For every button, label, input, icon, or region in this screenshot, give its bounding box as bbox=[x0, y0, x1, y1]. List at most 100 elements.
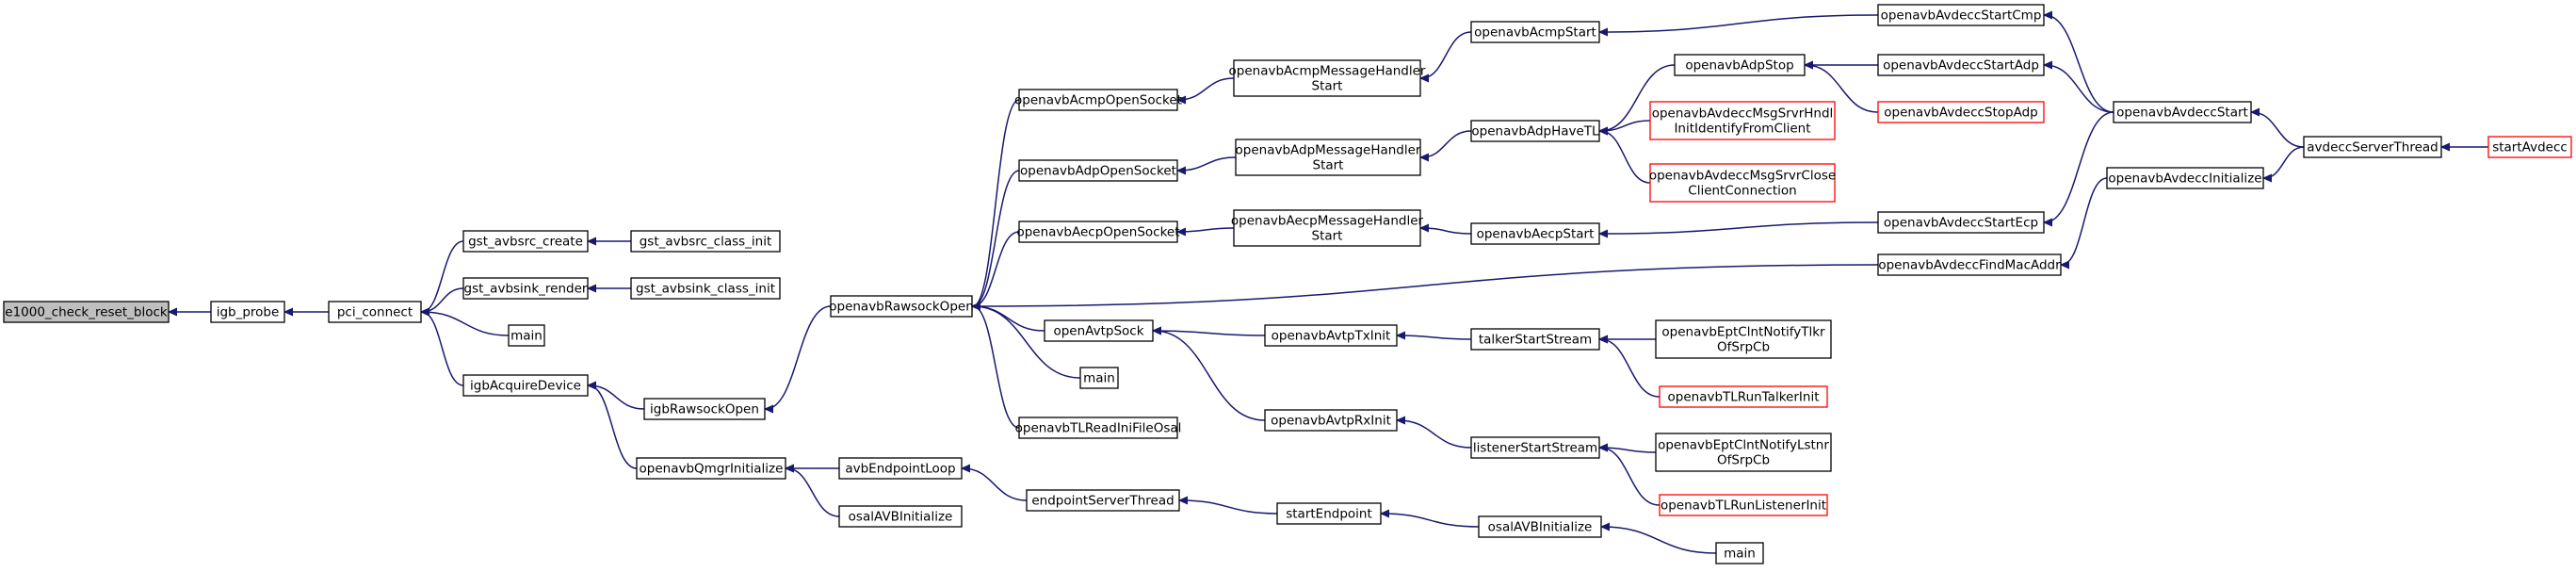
node-box[interactable] bbox=[1649, 163, 1836, 203]
node-openavb-avdecc-start[interactable]: openavbAvdeccStart bbox=[2113, 101, 2252, 123]
node-box[interactable] bbox=[1018, 417, 1178, 439]
node-box[interactable] bbox=[1470, 21, 1600, 43]
node-open-avtp-sock[interactable]: openAvtpSock bbox=[1044, 319, 1154, 342]
node-box[interactable] bbox=[1470, 328, 1600, 351]
node-box[interactable] bbox=[1655, 319, 1832, 359]
node-openavb-aecp-start[interactable]: openavbAecpStart bbox=[1470, 222, 1600, 245]
node-igb-rawsock-open[interactable]: igbRawsockOpen bbox=[643, 398, 766, 420]
node-openavb-avdecc-msg-srvr-hndl-init-identify-from-client[interactable]: openavbAvdeccMsgSrvrHndlInitIdentifyFrom… bbox=[1649, 101, 1836, 140]
node-box[interactable] bbox=[2106, 167, 2264, 189]
node-openavb-adp-have-tl[interactable]: openavbAdpHaveTL bbox=[1470, 120, 1600, 142]
node-box[interactable] bbox=[1018, 159, 1178, 182]
node-box[interactable] bbox=[2487, 136, 2572, 158]
node-osal-avbinitialize-1[interactable]: osalAVBInitialize bbox=[838, 505, 963, 528]
node-listener-start-stream[interactable]: listenerStartStream bbox=[1470, 436, 1600, 459]
node-openavb-avdecc-msg-srvr-close-client-connection[interactable]: openavbAvdeccMsgSrvrCloseClientConnectio… bbox=[1649, 163, 1836, 203]
node-box[interactable] bbox=[1470, 222, 1600, 245]
node-box[interactable] bbox=[1715, 542, 1764, 564]
node-box[interactable] bbox=[1044, 319, 1154, 342]
node-box[interactable] bbox=[630, 277, 781, 300]
node-box[interactable] bbox=[1877, 4, 2045, 26]
node-openavb-avdecc-start-ecp[interactable]: openavbAvdeccStartEcp bbox=[1877, 211, 2045, 234]
node-openavb-avtp-tx-init[interactable]: openavbAvtpTxInit bbox=[1264, 324, 1398, 347]
node-avdecc-server-thread[interactable]: avdeccServerThread bbox=[2303, 136, 2442, 158]
node-box[interactable] bbox=[210, 301, 285, 323]
node-box[interactable] bbox=[328, 301, 422, 323]
node-pci-connect[interactable]: pci_connect bbox=[328, 301, 422, 323]
node-box[interactable] bbox=[2113, 101, 2252, 123]
node-box[interactable] bbox=[630, 230, 781, 253]
node-e1000-check-reset-block[interactable]: e1000_check_reset_block bbox=[3, 301, 170, 323]
node-main-2[interactable]: main bbox=[1079, 367, 1119, 389]
node-box[interactable] bbox=[1649, 101, 1836, 140]
node-endpoint-server-thread[interactable]: endpointServerThread bbox=[1026, 489, 1180, 512]
node-openavb-adp-open-socket[interactable]: openavbAdpOpenSocket bbox=[1018, 159, 1178, 182]
node-main-1[interactable]: main bbox=[508, 324, 545, 347]
node-box[interactable] bbox=[1877, 253, 2062, 276]
node-gst-avbsrc-create[interactable]: gst_avbsrc_create bbox=[462, 230, 589, 253]
node-igb-acquire-device[interactable]: igbAcquireDevice bbox=[462, 374, 589, 397]
node-box[interactable] bbox=[838, 505, 963, 528]
node-box[interactable] bbox=[1026, 489, 1180, 512]
node-box[interactable] bbox=[1276, 502, 1382, 525]
node-box[interactable] bbox=[1478, 515, 1602, 538]
node-box[interactable] bbox=[508, 324, 545, 347]
node-box[interactable] bbox=[1018, 221, 1178, 243]
node-openavb-aecp-open-socket[interactable]: openavbAecpOpenSocket bbox=[1016, 221, 1180, 243]
node-box[interactable] bbox=[1877, 101, 2045, 123]
node-box[interactable] bbox=[1235, 139, 1421, 176]
node-box[interactable] bbox=[1233, 209, 1421, 247]
node-box[interactable] bbox=[830, 295, 973, 318]
node-openavb-avdecc-start-adp[interactable]: openavbAvdeccStartAdp bbox=[1877, 54, 2045, 76]
node-openavb-avdecc-find-mac-addr[interactable]: openavbAvdeccFindMacAddr bbox=[1877, 253, 2062, 276]
node-box[interactable] bbox=[1877, 54, 2045, 76]
node-start-avdecc[interactable]: startAvdecc bbox=[2487, 136, 2572, 158]
node-box[interactable] bbox=[2303, 136, 2442, 158]
node-osal-avbinitialize-2[interactable]: osalAVBInitialize bbox=[1478, 515, 1602, 538]
node-openavb-adp-stop[interactable]: openavbAdpStop bbox=[1674, 54, 1806, 76]
node-igb-probe[interactable]: igb_probe bbox=[210, 301, 285, 323]
node-box[interactable] bbox=[1674, 54, 1806, 76]
node-box[interactable] bbox=[636, 457, 786, 480]
node-box[interactable] bbox=[1655, 433, 1832, 472]
node-openavb-acmp-start[interactable]: openavbAcmpStart bbox=[1470, 21, 1600, 43]
node-openavb-qmgr-initialize[interactable]: openavbQmgrInitialize bbox=[636, 457, 786, 480]
node-box[interactable] bbox=[462, 277, 589, 300]
node-box[interactable] bbox=[1659, 494, 1828, 516]
node-box[interactable] bbox=[3, 301, 170, 323]
node-box[interactable] bbox=[1470, 120, 1600, 142]
node-box[interactable] bbox=[643, 398, 766, 420]
node-gst-avbsrc-class-init[interactable]: gst_avbsrc_class_init bbox=[630, 230, 781, 253]
node-box[interactable] bbox=[1659, 385, 1828, 408]
node-openavb-avdecc-stop-adp[interactable]: openavbAvdeccStopAdp bbox=[1877, 101, 2045, 123]
node-openavb-acmp-open-socket[interactable]: openavbAcmpOpenSocket bbox=[1014, 89, 1182, 111]
node-box[interactable] bbox=[1233, 59, 1421, 97]
node-openavb-avdecc-start-cmp[interactable]: openavbAvdeccStartCmp bbox=[1877, 4, 2045, 26]
node-openavb-tlread-ini-file-osal[interactable]: openavbTLReadIniFileOsal bbox=[1015, 417, 1182, 439]
node-box[interactable] bbox=[462, 374, 589, 397]
node-box[interactable] bbox=[838, 457, 963, 480]
node-main-3[interactable]: main bbox=[1715, 542, 1764, 564]
node-openavb-tlrun-talker-init[interactable]: openavbTLRunTalkerInit bbox=[1659, 385, 1828, 408]
node-box[interactable] bbox=[462, 230, 589, 253]
node-box[interactable] bbox=[1264, 324, 1398, 347]
node-box[interactable] bbox=[1018, 89, 1178, 111]
node-box[interactable] bbox=[1264, 409, 1398, 432]
node-openavb-avdecc-initialize[interactable]: openavbAvdeccInitialize bbox=[2106, 167, 2264, 189]
node-box[interactable] bbox=[1079, 367, 1119, 389]
node-gst-avbsink-render[interactable]: gst_avbsink_render bbox=[462, 277, 589, 300]
node-start-endpoint[interactable]: startEndpoint bbox=[1276, 502, 1382, 525]
node-box[interactable] bbox=[1877, 211, 2045, 234]
node-avb-endpoint-loop[interactable]: avbEndpointLoop bbox=[838, 457, 963, 480]
node-box[interactable] bbox=[1470, 436, 1600, 459]
node-openavb-rawsock-open[interactable]: openavbRawsockOpen bbox=[829, 295, 974, 318]
node-talker-start-stream[interactable]: talkerStartStream bbox=[1470, 328, 1600, 351]
node-gst-avbsink-class-init[interactable]: gst_avbsink_class_init bbox=[630, 277, 781, 300]
node-openavb-tlrun-listener-init[interactable]: openavbTLRunListenerInit bbox=[1659, 494, 1828, 516]
node-openavb-avtp-rx-init[interactable]: openavbAvtpRxInit bbox=[1264, 409, 1398, 432]
